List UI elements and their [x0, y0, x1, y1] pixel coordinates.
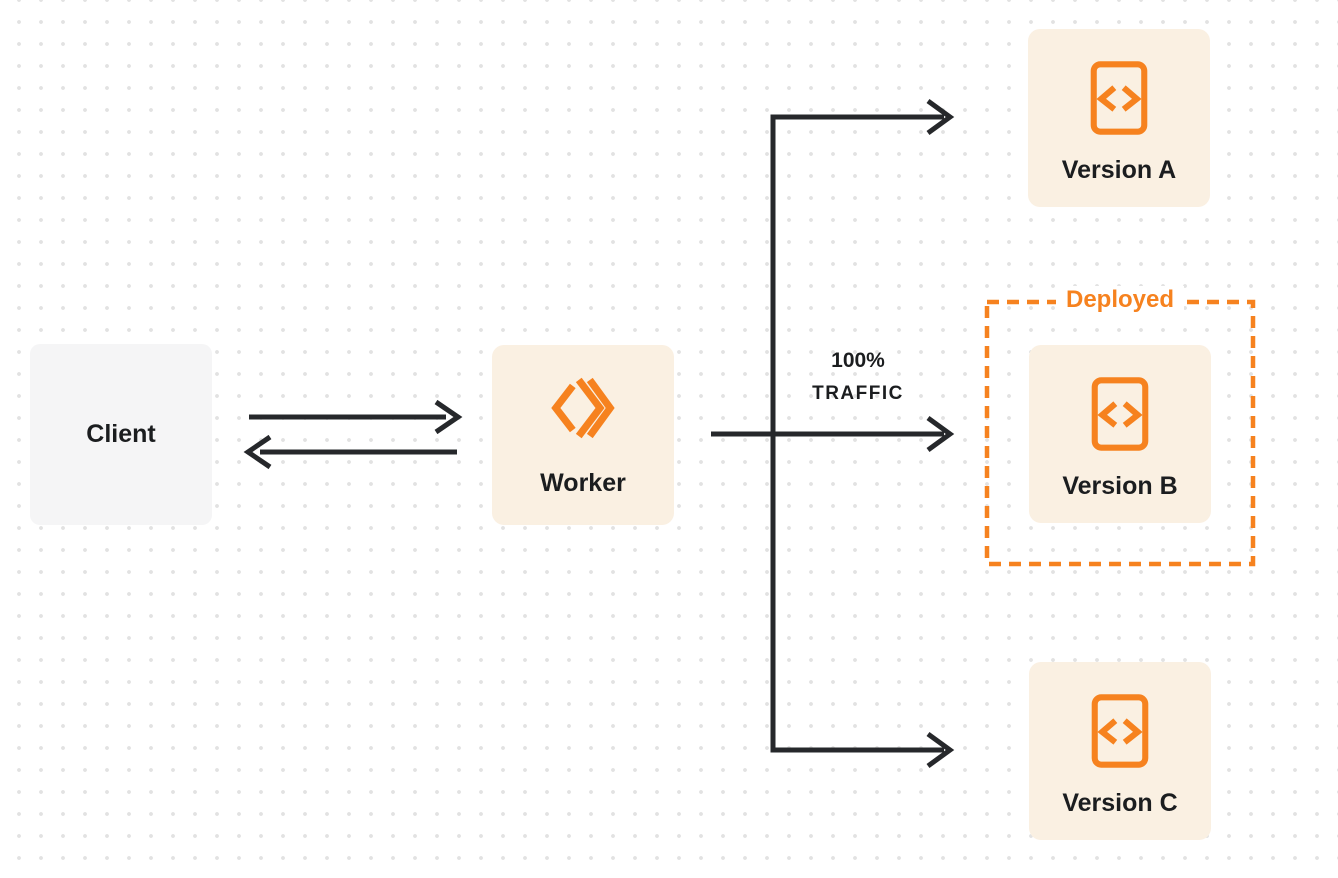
- code-document-icon: [1091, 692, 1149, 775]
- response-arrowhead: [243, 434, 272, 470]
- version-a-label: Version A: [1061, 156, 1177, 184]
- deployed-dashed-border: [984, 299, 1256, 567]
- version-c-node: Version C: [1029, 662, 1211, 840]
- deployed-boundary: Deployed: [984, 286, 1256, 567]
- request-arrowhead: [434, 399, 463, 435]
- worker-label: Worker: [540, 469, 626, 497]
- cloudflare-workers-icon: [549, 374, 617, 447]
- version-b-arrowhead: [926, 415, 955, 453]
- code-document-icon: [1090, 59, 1148, 142]
- client-node: Client: [30, 344, 212, 525]
- deployed-label: Deployed: [985, 286, 1255, 314]
- traffic-percent-text: 100%: [831, 349, 885, 372]
- version-a-node: Version A: [1028, 29, 1210, 207]
- version-a-arrowhead: [926, 98, 955, 136]
- version-b-node: Version B: [1029, 345, 1211, 523]
- worker-node: Worker: [492, 345, 674, 525]
- client-label: Client: [86, 420, 156, 448]
- traffic-word-text: TRAFFIC: [812, 383, 904, 404]
- version-c-arrowhead: [926, 731, 955, 769]
- traffic-annotation: 100% TRAFFIC: [788, 350, 928, 403]
- version-b-label: Version B: [1062, 472, 1178, 500]
- version-c-label: Version C: [1062, 789, 1178, 817]
- code-document-icon: [1091, 375, 1149, 458]
